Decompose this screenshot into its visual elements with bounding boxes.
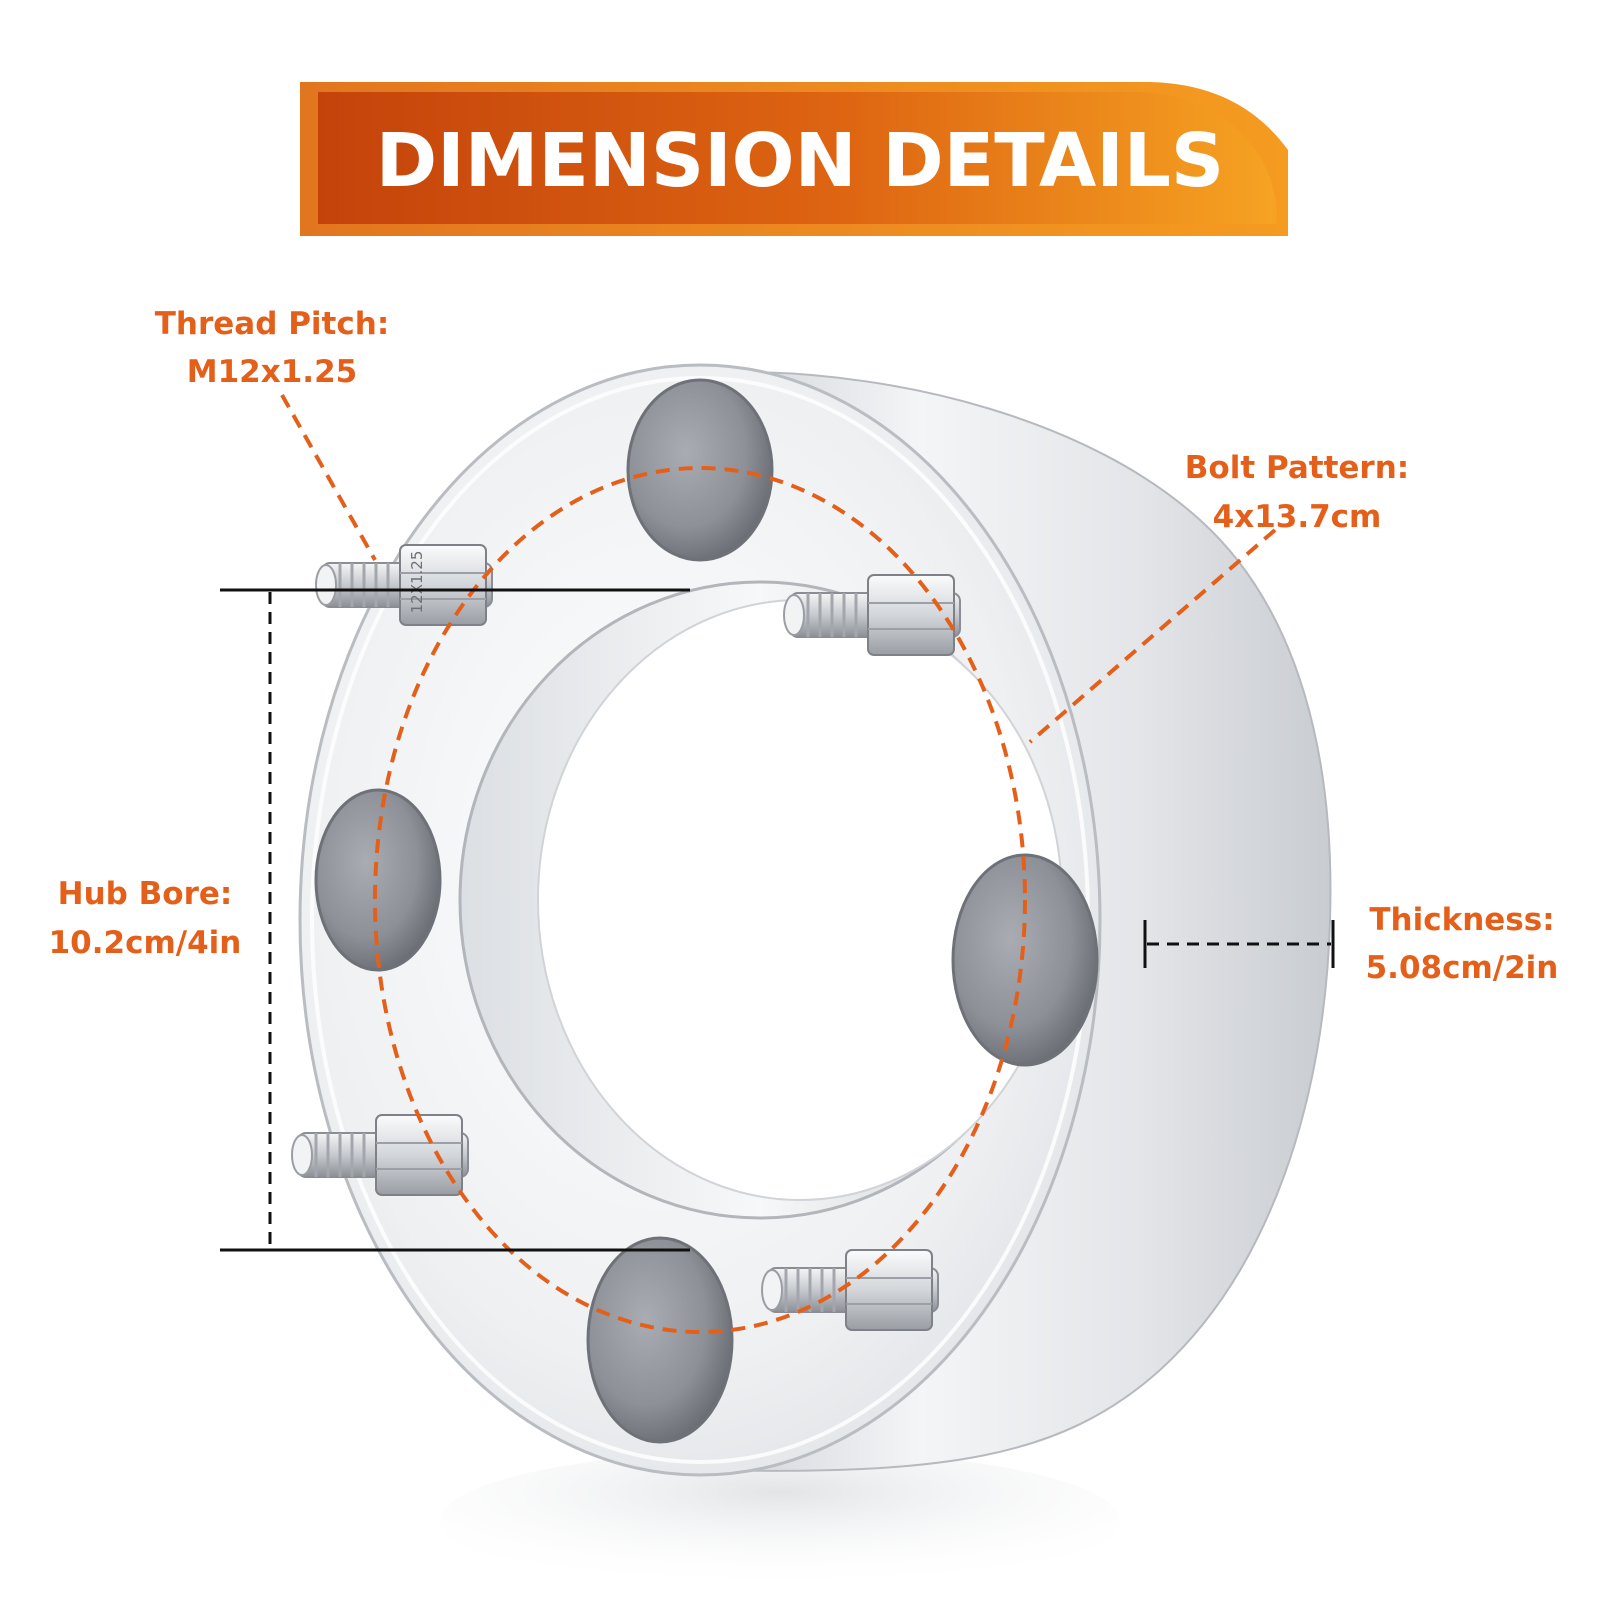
floor-reflection (440, 1450, 1120, 1590)
title-banner: DIMENSION DETAILS (300, 82, 1288, 236)
thickness-value: 5.08cm/2in (1366, 950, 1559, 986)
hub-bore-value: 10.2cm/4in (49, 925, 242, 961)
bolt-hole-right (951, 853, 1099, 1067)
hub-bore-label: Hub Bore: (58, 876, 233, 912)
stud-marking: 12X1.25 (408, 551, 426, 614)
bolt-hole-left (314, 788, 442, 972)
bolt-hole-top (626, 378, 774, 562)
stud-lower-left (290, 1113, 470, 1197)
bolt-pattern-value: 4x13.7cm (1213, 499, 1382, 535)
wheel-spacer: 12X1.25 (290, 363, 1332, 1477)
bolt-pattern-circle (373, 466, 1027, 1334)
stud-upper-left (314, 543, 494, 627)
bolt-pattern-leader (1028, 528, 1277, 744)
thread-pitch-label: Thread Pitch: (155, 306, 389, 342)
thickness-label: Thickness: (1369, 902, 1554, 938)
hub-bore-dimension (220, 588, 690, 1252)
banner-front-shape (318, 92, 1277, 224)
thread-pitch-value: M12x1.25 (187, 354, 357, 390)
banner-title: DIMENSION DETAILS (376, 118, 1224, 204)
thread-pitch-leader (280, 394, 377, 561)
bolt-hole-bottom (586, 1236, 734, 1444)
bolt-pattern-label: Bolt Pattern: (1185, 450, 1409, 486)
thickness-dimension (1143, 920, 1335, 968)
